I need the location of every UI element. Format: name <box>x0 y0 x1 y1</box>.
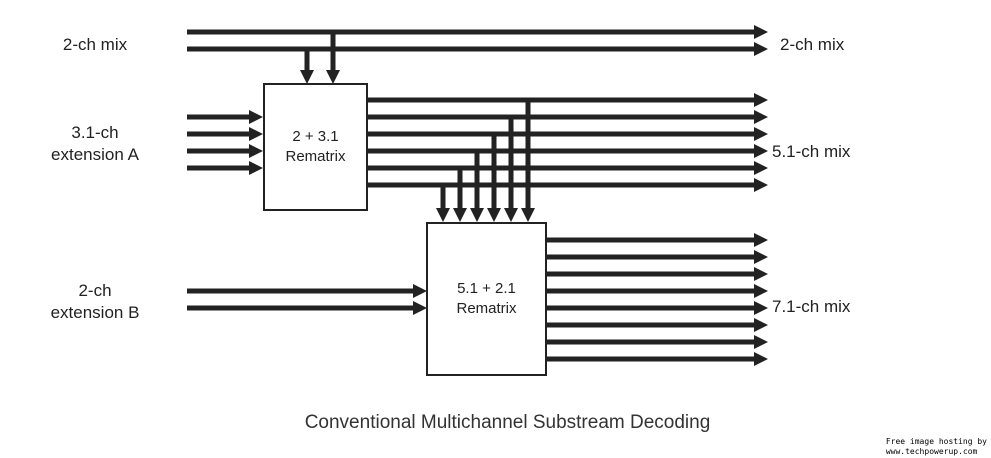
arrow-right-icon <box>249 127 263 141</box>
arrow-down-icon <box>326 70 340 84</box>
diagram-caption: Conventional Multichannel Substream Deco… <box>304 412 711 433</box>
block-subtitle: Rematrix <box>456 300 517 317</box>
arrow-right-icon <box>249 144 263 158</box>
arrow-right-icon <box>413 284 427 298</box>
arrow-right-icon <box>754 352 768 366</box>
block-title: 5.1 + 2.1 <box>457 280 516 297</box>
output-label-5-1-mix: 5.1-ch mix <box>772 142 851 161</box>
arrow-right-icon <box>249 110 263 124</box>
arrow-down-icon <box>300 70 314 84</box>
arrow-right-icon <box>754 25 768 39</box>
output-label-7-1-mix: 7.1-ch mix <box>772 297 851 316</box>
arrow-right-icon <box>754 161 768 175</box>
arrow-right-icon <box>754 93 768 107</box>
arrow-right-icon <box>754 42 768 56</box>
arrow-right-icon <box>754 284 768 298</box>
arrow-down-icon <box>453 208 467 222</box>
arrow-right-icon <box>754 318 768 332</box>
arrow-right-icon <box>249 161 263 175</box>
arrow-down-icon <box>521 208 535 222</box>
arrow-right-icon <box>754 233 768 247</box>
arrow-right-icon <box>754 110 768 124</box>
arrow-right-icon <box>754 301 768 315</box>
rematrix-block-2-plus-3-1: 2 + 3.1 Rematrix <box>263 83 368 211</box>
block-subtitle: Rematrix <box>285 148 346 165</box>
arrow-down-icon <box>504 208 518 222</box>
arrow-right-icon <box>754 250 768 264</box>
arrow-right-icon <box>754 178 768 192</box>
arrow-right-icon <box>754 127 768 141</box>
arrow-right-icon <box>754 144 768 158</box>
rematrix-block-5-1-plus-2-1: 5.1 + 2.1 Rematrix <box>426 222 547 376</box>
arrow-down-icon <box>487 208 501 222</box>
block-title: 2 + 3.1 <box>292 128 339 145</box>
arrow-down-icon <box>470 208 484 222</box>
input-label-2ch-mix: 2-ch mix <box>62 35 128 54</box>
arrow-down-icon <box>436 208 450 222</box>
output-label-2ch-mix: 2-ch mix <box>780 35 845 54</box>
arrow-right-icon <box>754 267 768 281</box>
arrow-right-icon <box>754 335 768 349</box>
arrow-right-icon <box>413 301 427 315</box>
